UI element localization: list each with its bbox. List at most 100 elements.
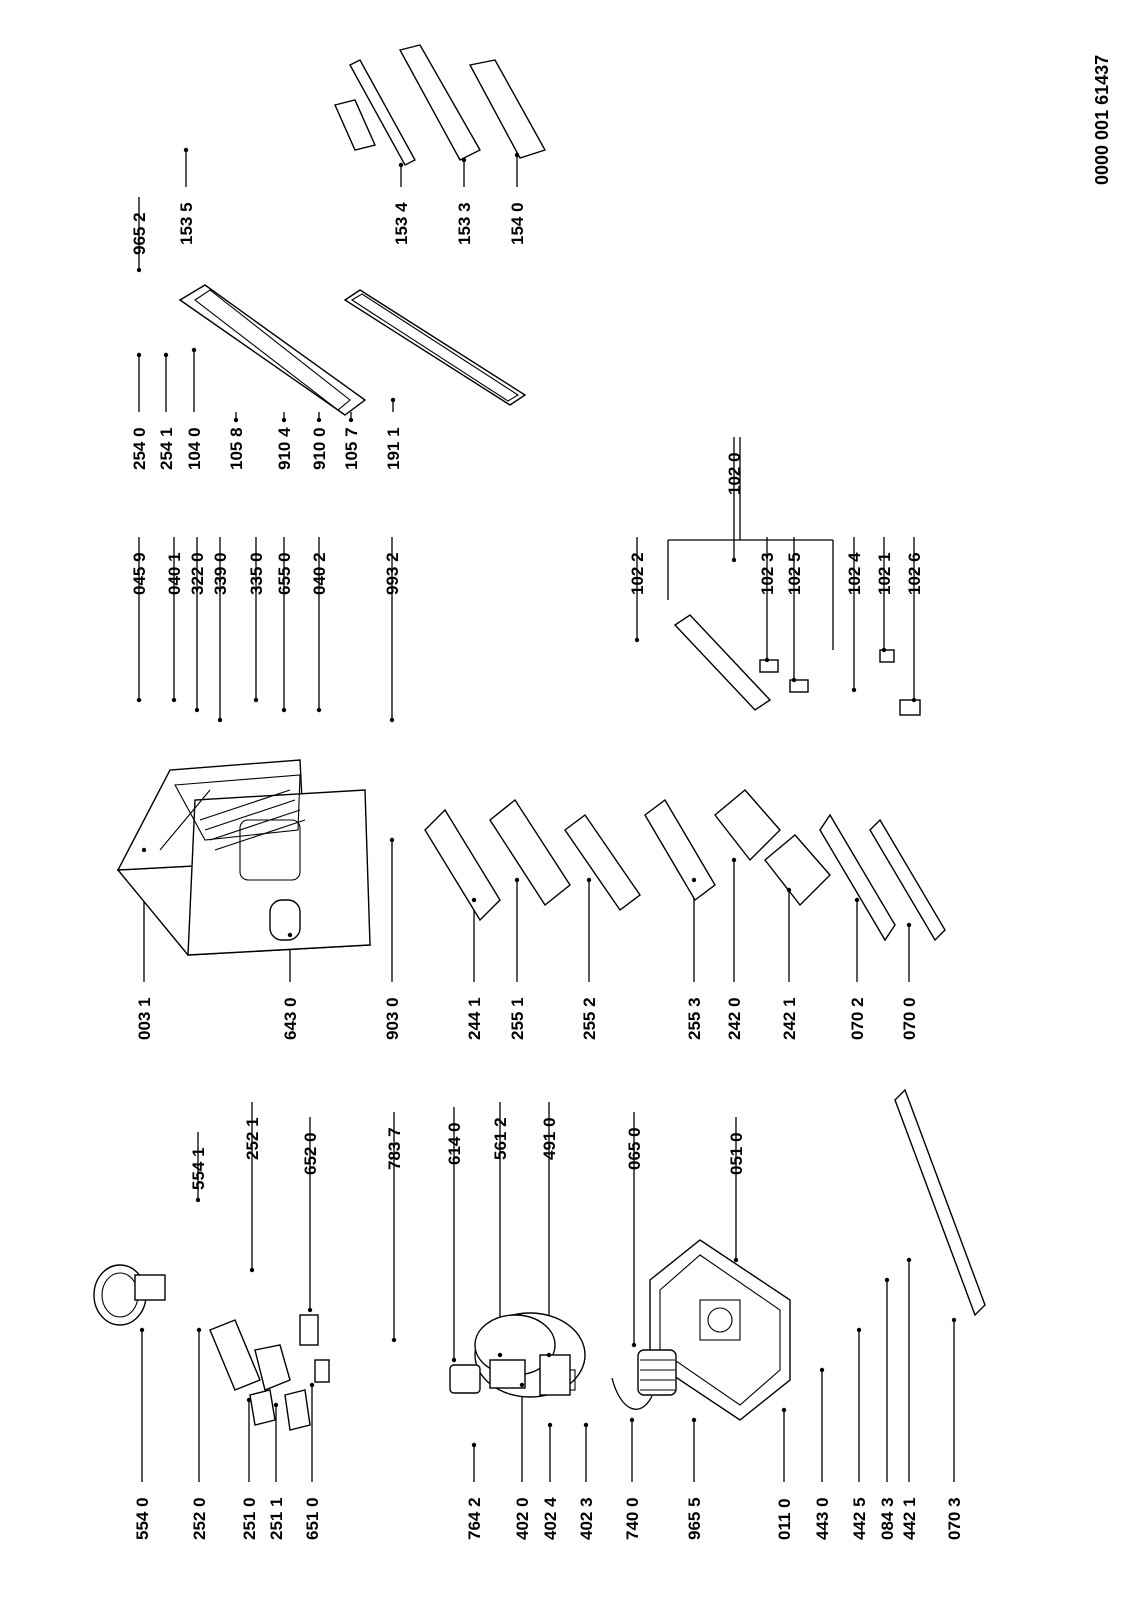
part-number-label: 442 5 [850, 1497, 869, 1540]
leader-end-dot [171, 697, 177, 703]
drawers-drawing [714, 789, 831, 907]
part-number-label: 655 0 [275, 552, 294, 595]
leader-end-dot [389, 837, 395, 843]
part-number-label: 903 0 [383, 997, 402, 1040]
group-bracket [667, 437, 834, 650]
leader-end-dot [309, 1382, 315, 1388]
part-number-label: 254 0 [130, 427, 149, 470]
leader-end-dot [586, 877, 592, 883]
leader-end-dot [764, 657, 770, 663]
part-number-label: 491 0 [540, 1117, 559, 1160]
part-number-label: 102 3 [758, 552, 777, 595]
leader-end-dot [194, 707, 200, 713]
part-number-label: 651 0 [303, 1497, 322, 1540]
part-number-label: 554 0 [133, 1497, 152, 1540]
leader-end-dot [691, 877, 697, 883]
part-number-label: 051 0 [727, 1132, 746, 1175]
part-number-label: 764 2 [465, 1497, 484, 1540]
part-number-label: 011 0 [775, 1498, 794, 1540]
leader-end-dot [451, 1357, 457, 1363]
leader-end-dot [249, 1267, 255, 1273]
shelves-drawing [424, 798, 716, 922]
part-number-label: 965 5 [685, 1497, 704, 1540]
part-number-label: 740 0 [623, 1497, 642, 1540]
leader-end-dot [183, 147, 189, 153]
leader-end-dot [273, 1402, 279, 1408]
part-number-label: 402 3 [577, 1497, 596, 1540]
part-number-label: 102 1 [875, 552, 894, 595]
leader-end-dot [731, 857, 737, 863]
leader-end-dot [139, 1327, 145, 1333]
condenser-drawing [611, 1349, 677, 1410]
leader-end-dot [348, 417, 354, 423]
part-number-label: 561 2 [491, 1117, 510, 1160]
light-cover-drawing [673, 614, 921, 716]
leader-end-dot [634, 637, 640, 643]
leader-end-dot [881, 647, 887, 653]
leader-end-dot [196, 1327, 202, 1333]
leader-end-dot [911, 697, 917, 703]
part-number-label: 104 0 [185, 427, 204, 470]
part-number-label: 255 2 [580, 997, 599, 1040]
part-number-label: 252 0 [190, 1497, 209, 1540]
leader-end-dot [217, 717, 223, 723]
part-number-label: 252 1 [243, 1117, 262, 1160]
leader-end-dot [791, 677, 797, 683]
leader-end-dot [389, 717, 395, 723]
part-number-label: 153 3 [455, 202, 474, 245]
part-number-label: 070 0 [900, 997, 919, 1040]
part-number-label: 402 4 [541, 1497, 560, 1540]
part-number-label: 251 0 [240, 1497, 259, 1540]
part-number-label: 040 1 [165, 552, 184, 595]
leader-end-dot [141, 847, 147, 853]
leader-end-dot [851, 687, 857, 693]
base-drawing [649, 1239, 791, 1421]
leader-end-dot [629, 1417, 635, 1423]
leader-end-dot [951, 1317, 957, 1323]
part-number-label: 102 2 [628, 552, 647, 595]
part-number-label: 040 2 [310, 552, 329, 595]
leader-end-dot [631, 1342, 637, 1348]
part-number-label: 402 0 [513, 1497, 532, 1540]
leader-end-dot [281, 707, 287, 713]
part-number-label: 339 0 [211, 552, 230, 595]
document-number: 0000 001 61437 [1092, 55, 1112, 185]
leader-end-dot [253, 697, 259, 703]
part-number-label: 965 2 [130, 212, 149, 255]
part-number-label: 244 1 [465, 997, 484, 1040]
leader-end-dot [731, 557, 737, 563]
part-number-label: 910 0 [310, 427, 329, 470]
leader-end-dot [583, 1422, 589, 1428]
leader-end-dot [136, 352, 142, 358]
leader-end-dot [906, 922, 912, 928]
part-number-label: 102 0 [725, 452, 744, 495]
leader-end-dot [691, 1417, 697, 1423]
part-number-label: 242 1 [780, 997, 799, 1040]
leader-end-dot [461, 157, 467, 163]
part-number-label: 254 1 [157, 427, 176, 470]
part-number-label: 255 3 [685, 997, 704, 1040]
leader-end-dot [390, 397, 396, 403]
leader-end-dot [316, 417, 322, 423]
leader-end-dot [519, 1382, 525, 1388]
part-number-label: 105 8 [227, 427, 246, 470]
strips-drawing [819, 813, 986, 1317]
leader-end-dot [514, 152, 520, 158]
leader-end-dot [471, 897, 477, 903]
part-number-label: 105 7 [342, 427, 361, 470]
part-number-label: 003 1 [135, 997, 154, 1040]
leader-end-dot [287, 932, 293, 938]
leader-end-dot [854, 897, 860, 903]
door-shelves-drawing [334, 44, 547, 166]
part-number-label: 652 0 [301, 1132, 320, 1175]
leader-end-dot [281, 417, 287, 423]
leader-end-dot [786, 887, 792, 893]
leader-end-dot [547, 1422, 553, 1428]
leader-end-dot [514, 877, 520, 883]
leader-end-dot [906, 1257, 912, 1263]
part-number-label: 191 1 [384, 427, 403, 470]
part-number-label: 643 0 [281, 997, 300, 1040]
part-number-label: 614 0 [445, 1122, 464, 1165]
leader-end-dot [233, 417, 239, 423]
